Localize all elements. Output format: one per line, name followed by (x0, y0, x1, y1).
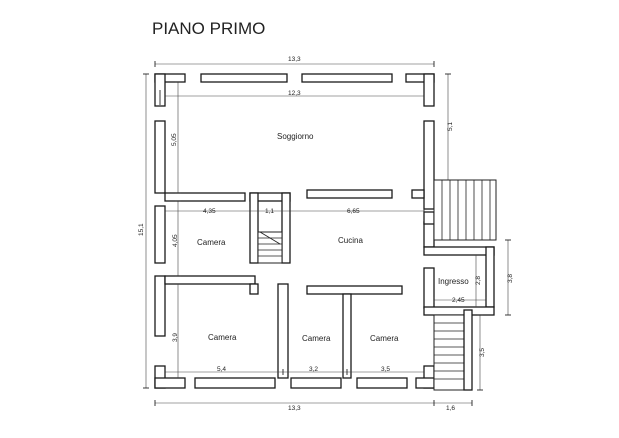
dim-cucina-width: 6,65 (347, 208, 360, 215)
wall-left-2 (154, 205, 166, 264)
dim-stair-width: 1,1 (265, 208, 274, 215)
room-camera-mid: Camera (197, 238, 226, 247)
entrance-steps (433, 309, 473, 391)
wall-soggiorno-right (306, 189, 393, 199)
dim-bottom-mid: 3,2 (309, 366, 318, 373)
dim-bottom-left: 5,4 (217, 366, 226, 373)
wall-bottom-4 (356, 377, 408, 389)
wall-left-1 (154, 120, 166, 194)
room-camera-br: Camera (370, 334, 399, 343)
wall-stair-right (281, 192, 291, 264)
wall-door-jamb (249, 283, 259, 295)
dim-right-balcony: 3,8 (507, 274, 514, 283)
dim-top-overall: 13,3 (288, 56, 301, 63)
dim-bottom-overall: 13,3 (288, 405, 301, 412)
wall-bottom-div-1 (277, 283, 289, 379)
balcony-deck (433, 179, 497, 241)
wall-right-3 (423, 267, 435, 309)
interior-stair (257, 231, 283, 264)
wall-bottom-2 (194, 377, 276, 389)
wall-left-3 (154, 275, 166, 337)
wall-mid-left (164, 275, 256, 285)
room-ingresso: Ingresso (438, 277, 469, 286)
room-camera-bl: Camera (208, 333, 237, 342)
wall-top-3 (301, 73, 393, 83)
wall-corner-tr (423, 73, 435, 107)
dim-ingresso-width: 2,45 (452, 297, 465, 304)
wall-bottom-1 (154, 377, 186, 389)
wall-ingresso-right (485, 246, 495, 308)
room-cucina: Cucina (338, 236, 363, 245)
wall-soggiorno-end (411, 189, 425, 199)
plan-title: PIANO PRIMO (152, 19, 265, 38)
dim-right-lower: 3,5 (479, 348, 486, 357)
dim-ingresso-depth: 2,8 (475, 276, 482, 285)
wall-ingresso-top (423, 246, 495, 256)
wall-ingresso-jamb (423, 211, 435, 225)
dim-camera-mid-depth: 4,05 (172, 234, 179, 247)
wall-ingresso-bottom (423, 306, 495, 316)
wall-soggiorno-left (164, 192, 246, 202)
dim-left-overall: 15,1 (138, 223, 145, 236)
dim-bottom-right: 3,5 (381, 366, 390, 373)
wall-bottom-5 (415, 377, 435, 389)
room-soggiorno: Soggiorno (277, 132, 314, 141)
wall-top-2 (200, 73, 288, 83)
wall-stair-left (249, 192, 259, 264)
dim-top-inner: 12,3 (288, 90, 301, 97)
dim-camera-bl-depth: 3,9 (172, 333, 179, 342)
dim-bottom-ext: 1,6 (446, 405, 455, 412)
wall-bottom-div-2 (342, 293, 352, 379)
wall-right-1 (423, 120, 435, 210)
dim-camera-mid-width: 4,35 (203, 208, 216, 215)
room-camera-bc: Camera (302, 334, 331, 343)
dim-right-upper: 5,1 (447, 122, 454, 131)
wall-bottom-3 (290, 377, 342, 389)
wall-right-2 (423, 221, 435, 248)
dim-soggiorno-depth: 5,05 (171, 133, 178, 146)
wall-mid-right (306, 285, 403, 295)
